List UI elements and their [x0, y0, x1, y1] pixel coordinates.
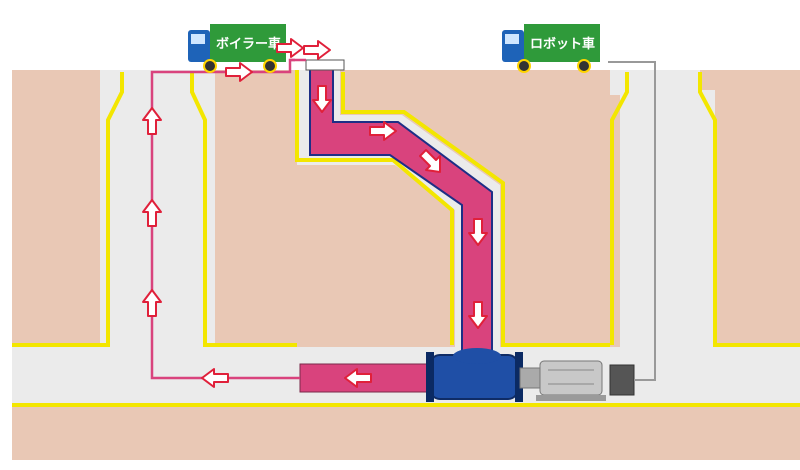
robot-neck — [519, 367, 541, 389]
flow-arrow-up-1 — [142, 289, 162, 317]
boiler-truck-label: ボイラー車 — [216, 36, 281, 52]
right-shaft-body — [620, 90, 715, 350]
packer — [426, 348, 523, 402]
left-shaft-top — [125, 70, 190, 95]
yellow-edges — [12, 70, 800, 407]
robot-cable — [608, 61, 656, 381]
robot-truck-wheel-rear — [577, 59, 591, 73]
pipe-end-cap — [305, 59, 345, 71]
yellow-edge-left-outer — [12, 72, 124, 347]
packer-top — [453, 348, 501, 364]
flow-arrow-right-pipe-top — [276, 38, 304, 58]
flow-arrows — [142, 38, 488, 388]
robot-camera-unit — [609, 364, 635, 396]
flow-arrow-down-2 — [468, 218, 488, 246]
flow-arrow-down-3 — [468, 301, 488, 329]
boiler-truck-wheel-rear — [263, 59, 277, 73]
robot-truck-label: ロボット車 — [530, 36, 595, 52]
flow-arrow-down-1 — [312, 85, 332, 113]
robot-body — [539, 360, 603, 396]
robot-base — [536, 395, 606, 401]
boiler-truck-wheel-front — [203, 59, 217, 73]
boiler-truck-window — [191, 34, 205, 44]
packer-clamp-right — [515, 352, 523, 402]
yellow-edge-liner-left — [295, 70, 454, 345]
yellow-edge-liner-right — [341, 72, 610, 347]
flow-arrow-up-2 — [142, 199, 162, 227]
flow-arrow-left-tunnel — [344, 368, 372, 388]
packer-clamp-left — [426, 352, 434, 402]
robot-truck-box — [524, 24, 600, 62]
flow-arrow-right-top — [225, 62, 253, 82]
flow-arrow-diag-1 — [419, 149, 441, 173]
yellow-edge-right-inner — [610, 72, 629, 345]
flow-arrow-right-liner — [369, 121, 397, 141]
robot-truck: ロボット車 — [502, 24, 600, 73]
boiler-truck-box — [210, 24, 286, 62]
robot-truck-window — [505, 34, 519, 44]
flow-arrow-right-cap — [303, 40, 331, 60]
boiler-truck: ボイラー車 — [188, 24, 286, 73]
robot — [519, 360, 635, 401]
flow-arrow-left-hose — [201, 368, 229, 388]
flow-arrow-up-3 — [142, 107, 162, 135]
robot-truck-wheel-front — [517, 59, 531, 73]
yellow-edge-right-outer — [698, 72, 800, 347]
yellow-edge-left-inner — [190, 72, 297, 347]
